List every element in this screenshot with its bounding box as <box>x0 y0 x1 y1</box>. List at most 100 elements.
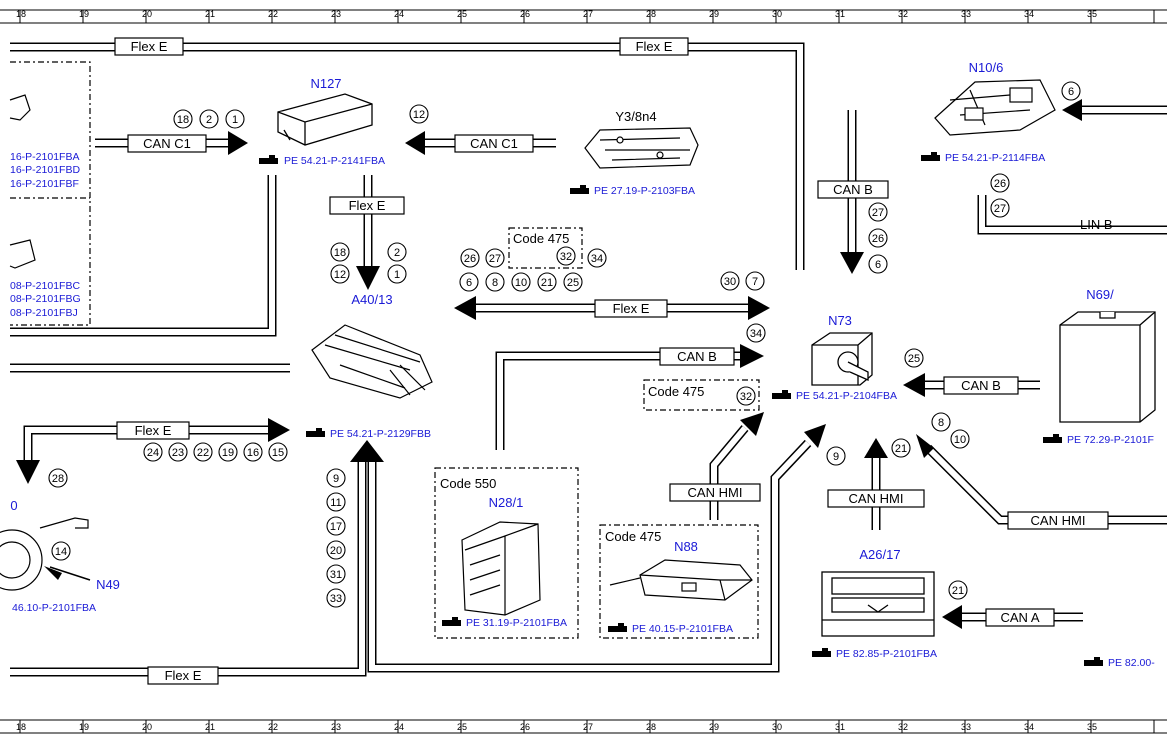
pin-number: 20 <box>330 545 342 557</box>
grid-column-number: 21 <box>205 722 215 732</box>
code-boxes <box>10 61 760 639</box>
pin-circle <box>990 198 1010 218</box>
ref-link[interactable]: PE 72.29-P-2101F <box>1067 434 1154 446</box>
reference-hand-icon <box>1043 434 1062 443</box>
left-ref-list: 16-P-2101FBA 16-P-2101FBD 16-P-2101FBF 0… <box>10 151 81 319</box>
grid-column-number: 34 <box>1024 722 1034 732</box>
n28-1-name: N28/1 <box>489 495 524 510</box>
left-ref: 16-P-2101FBA <box>10 151 79 163</box>
pin-circle <box>746 323 766 343</box>
pin-circle <box>326 468 346 488</box>
grid-column-number: 22 <box>268 722 278 732</box>
pin-number: 2 <box>206 114 212 126</box>
n73-module <box>811 332 873 386</box>
ref-link[interactable]: PE 82.00- <box>1108 657 1155 669</box>
grid-column-number: 19 <box>79 722 89 732</box>
reference-hand-icon <box>812 648 831 657</box>
ref-link[interactable]: PE 54.21-P-2129FBB <box>330 428 431 440</box>
pin-number: 10 <box>515 277 527 289</box>
pin-circle <box>891 438 911 458</box>
a26-17-module <box>821 571 935 637</box>
pin-circle <box>931 412 951 432</box>
pin-number: 28 <box>52 473 64 485</box>
grid-column-number: 18 <box>16 722 26 732</box>
pin-number: 27 <box>872 207 884 219</box>
pin-number: 18 <box>334 247 346 259</box>
grid-column-number: 34 <box>1024 9 1034 19</box>
reference-hand-icon <box>442 617 461 626</box>
pin-number: 12 <box>413 109 425 121</box>
pin-circle <box>199 109 219 129</box>
pin-number: 24 <box>147 447 159 459</box>
grid-column-number: 29 <box>709 722 719 732</box>
left-ref: 16-P-2101FBF <box>10 178 79 190</box>
flex-e-label: Flex E <box>131 39 168 54</box>
pin-number: 6 <box>466 277 472 289</box>
grid-column-number: 25 <box>457 722 467 732</box>
pin-number: 25 <box>567 277 579 289</box>
grid-column-number: 22 <box>268 9 278 19</box>
n49-module <box>0 517 89 591</box>
pin-number: 23 <box>172 447 184 459</box>
flex-e-label: Flex E <box>135 423 172 438</box>
pin-number: 6 <box>875 259 881 271</box>
reference-hand-icon <box>921 152 940 161</box>
left-connectors <box>9 94 36 269</box>
pin-number: 17 <box>330 521 342 533</box>
y3-8n4-name: Y3/8n4 <box>615 109 656 124</box>
grid-column-number: 33 <box>961 722 971 732</box>
left-ref: 08-P-2101FBG <box>10 293 81 305</box>
ref-link[interactable]: PE 40.15-P-2101FBA <box>632 623 733 635</box>
pin-circle <box>243 442 263 462</box>
pin-number: 31 <box>330 569 342 581</box>
pin-circle <box>1061 81 1081 101</box>
grid-column-number: 18 <box>16 9 26 19</box>
pin-number: 8 <box>492 277 498 289</box>
pin-number: 33 <box>330 593 342 605</box>
pin-circle <box>143 442 163 462</box>
pin-number: 34 <box>591 253 603 265</box>
y3-8n4-module <box>584 127 699 169</box>
pin-number: 26 <box>872 233 884 245</box>
code-475-label: Code 475 <box>513 231 569 246</box>
grid-column-number: 27 <box>583 9 593 19</box>
can-a-label: CAN A <box>1000 610 1039 625</box>
pin-circle <box>48 468 68 488</box>
arrowheads <box>16 99 1082 629</box>
pin-number: 1 <box>394 269 400 281</box>
ref-link[interactable]: PE 31.19-P-2101FBA <box>466 617 567 629</box>
ref-link[interactable]: 46.10-P-2101FBA <box>12 602 96 614</box>
pin-number: 14 <box>55 546 67 558</box>
pin-circle <box>950 429 970 449</box>
pin-circle <box>720 271 740 291</box>
ref-link[interactable]: PE 82.85-P-2101FBA <box>836 648 937 660</box>
pin-number: 26 <box>464 253 476 265</box>
reference-hand-icon <box>1084 657 1103 666</box>
pin-circle <box>868 202 888 222</box>
pin-circle <box>387 242 407 262</box>
can-hmi-label: CAN HMI <box>1031 513 1086 528</box>
pin-number: 11 <box>330 497 341 509</box>
pin-number: 27 <box>489 253 501 265</box>
left-ref: 16-P-2101FBD <box>10 164 80 176</box>
bus-labels: Flex E Flex E CAN C1 CAN C1 Flex E CAN B… <box>114 37 1113 685</box>
pin-number: 26 <box>994 178 1006 190</box>
can-b-label: CAN B <box>677 349 717 364</box>
grid-column-number: 23 <box>331 9 341 19</box>
grid-bottom <box>0 719 1167 734</box>
ref-link[interactable]: PE 54.21-P-2114FBA <box>945 152 1045 164</box>
pin-circle <box>868 254 888 274</box>
pin-circle <box>330 264 350 284</box>
pin-number: 32 <box>560 251 572 263</box>
grid-column-number: 27 <box>583 722 593 732</box>
code-475-label: Code 475 <box>648 384 704 399</box>
pin-number: 25 <box>908 353 920 365</box>
pin-circle <box>868 228 888 248</box>
ref-link[interactable]: PE 27.19-P-2103FBA <box>594 185 695 197</box>
grid-column-number: 31 <box>835 722 845 732</box>
ref-link[interactable]: PE 54.21-P-2104FBA <box>796 390 897 402</box>
code-475-label: Code 475 <box>605 529 661 544</box>
flex-e-label: Flex E <box>165 668 202 683</box>
ref-link[interactable]: PE 54.21-P-2141FBA <box>284 155 385 167</box>
reference-hand-icon <box>608 623 627 632</box>
